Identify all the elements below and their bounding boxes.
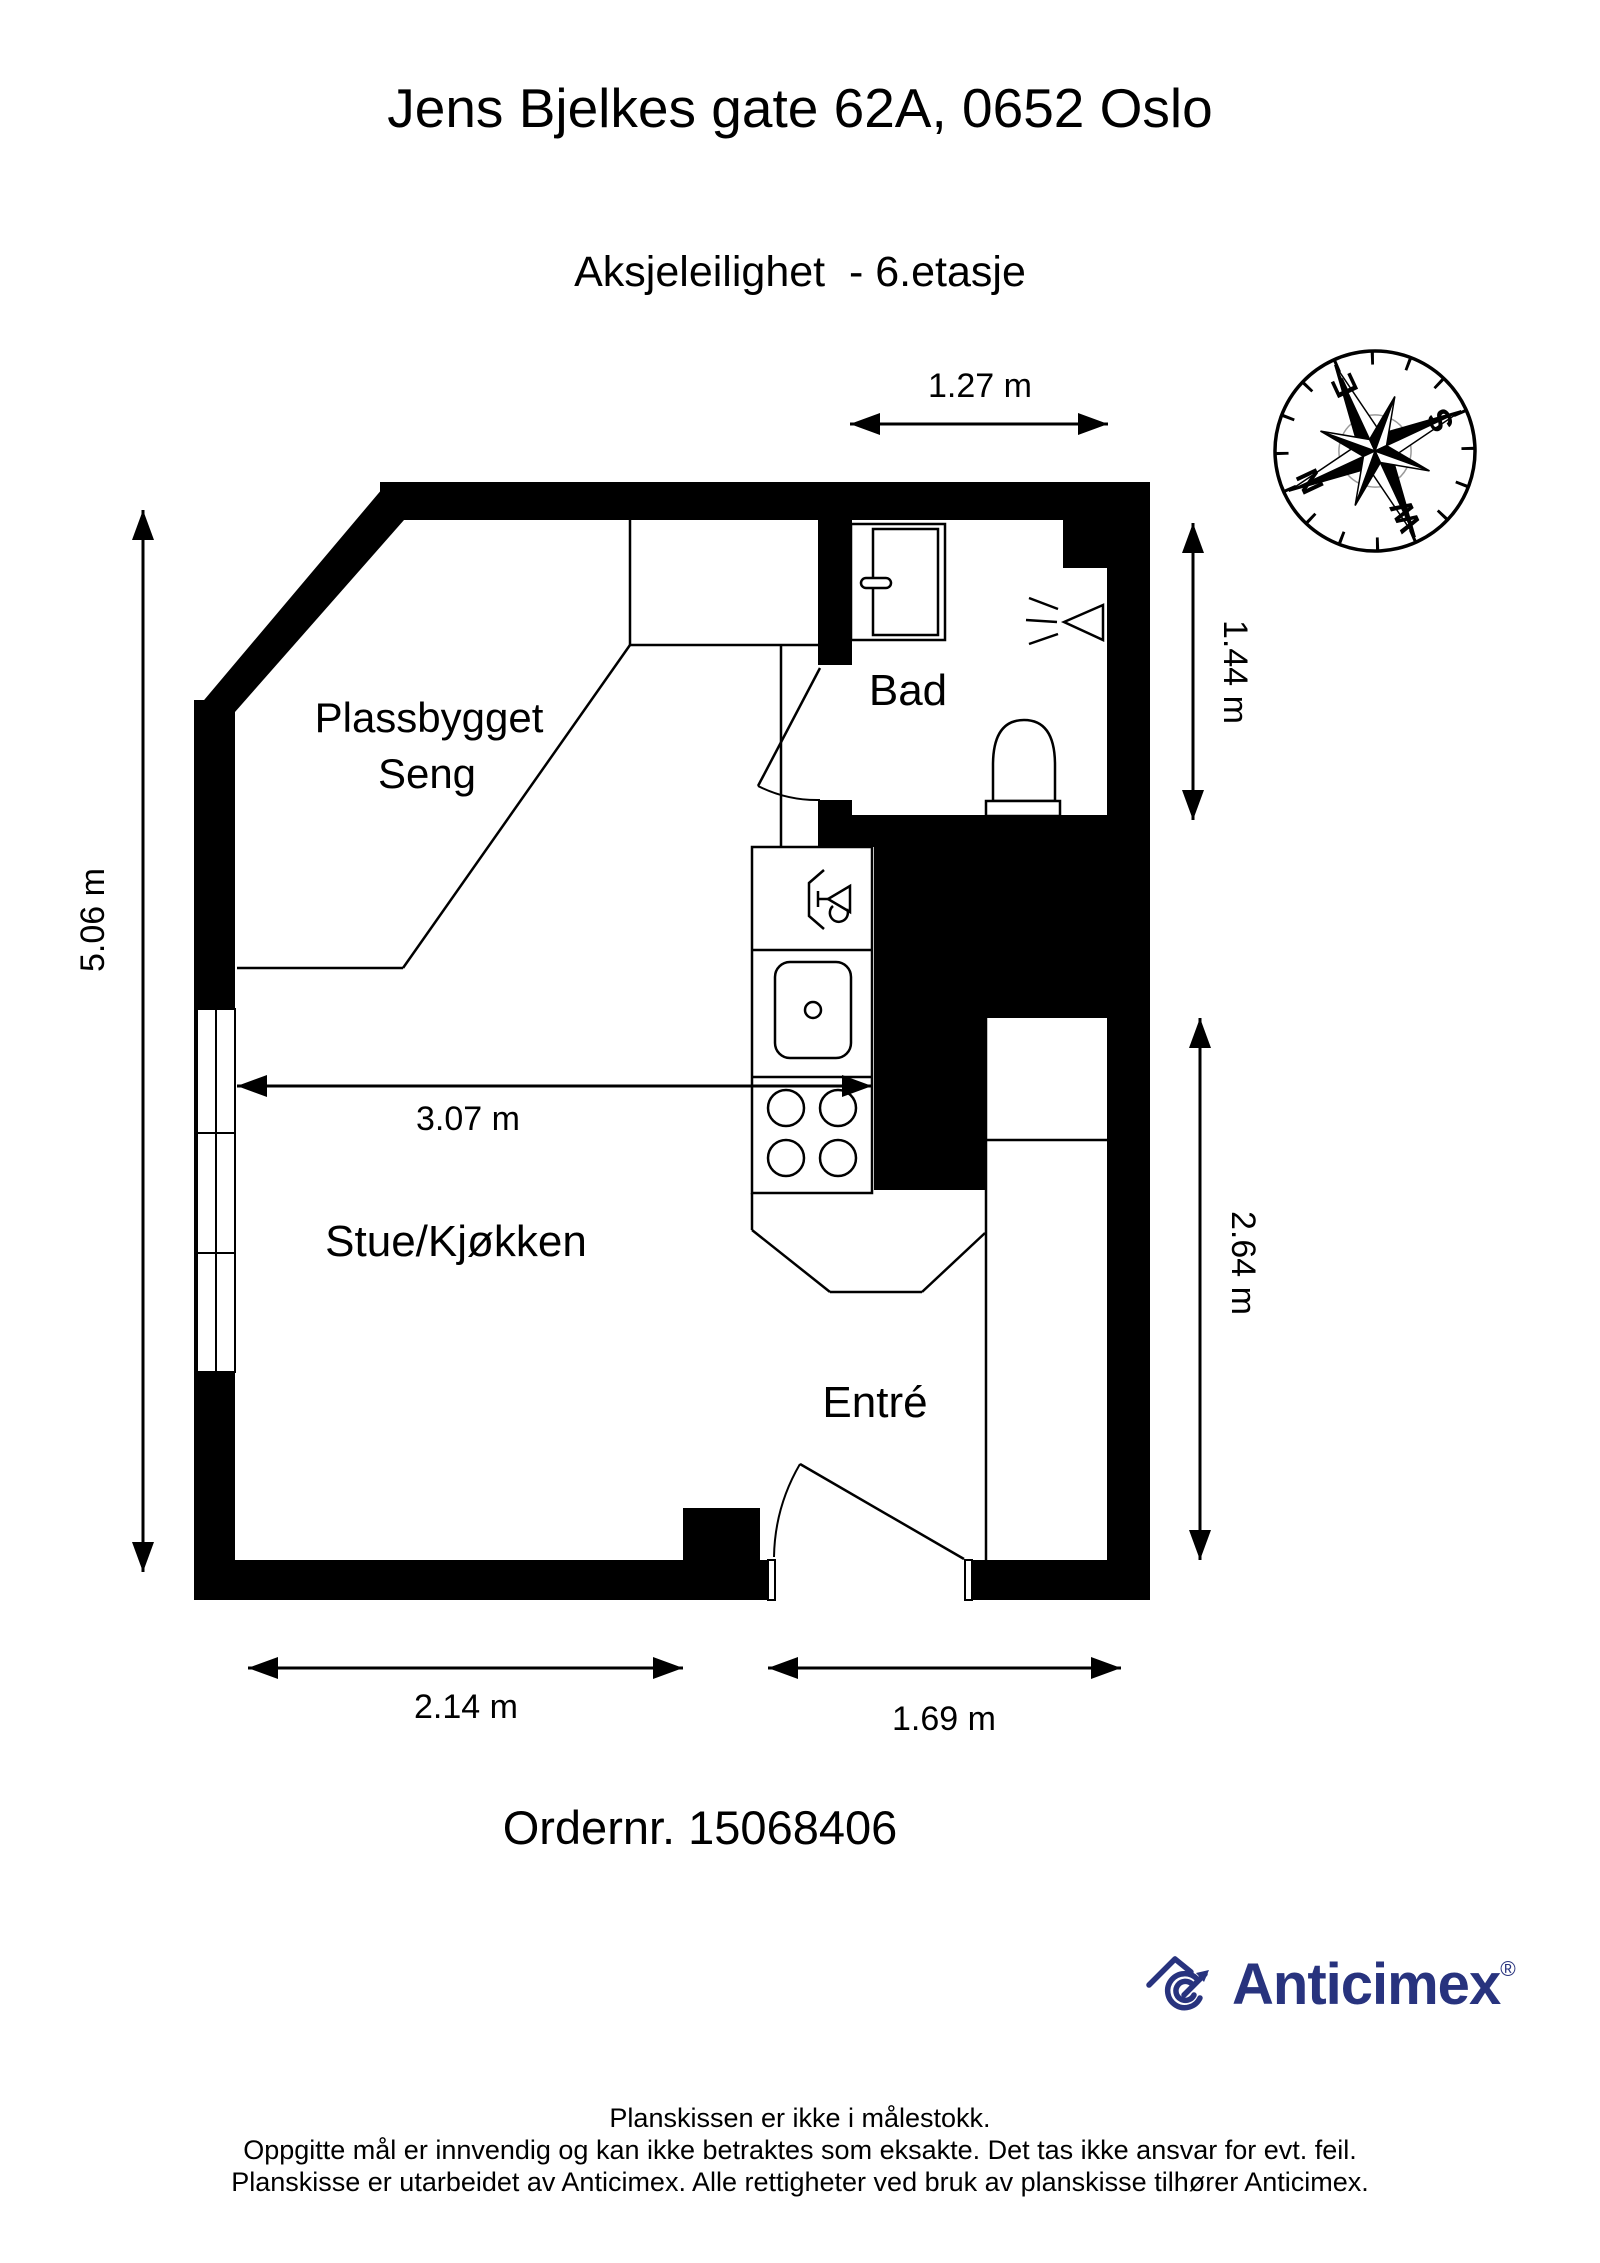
dim-label-bathroom-width: 1.27 m <box>928 367 1032 405</box>
anticimex-logo-text: Anticimex® <box>1232 1952 1516 2017</box>
entry-door <box>767 1462 973 1601</box>
windows <box>196 1008 236 1373</box>
page-title: Jens Bjelkes gate 62A, 0652 Oslo <box>387 77 1213 139</box>
dim-bottom-left-width: 2.14 m <box>248 1657 683 1726</box>
stove-icon <box>766 1088 858 1178</box>
wall-bottom-left <box>194 1560 768 1600</box>
dim-label-living-width: 3.07 m <box>416 1100 520 1138</box>
dim-left-height: 5.06 m <box>74 510 154 1572</box>
dim-bottom-right-width: 1.69 m <box>768 1657 1121 1738</box>
wall-entry-pillar <box>683 1508 760 1560</box>
bed-line-diagonal <box>401 644 632 969</box>
room-label-bed-line1: Plassbygget <box>315 694 544 741</box>
wall-top <box>380 482 1150 520</box>
shower-cabinet-icon <box>849 522 947 642</box>
toilet-icon <box>984 718 1062 818</box>
dim-bathroom-height: 1.44 m <box>1182 523 1254 820</box>
dimensions: 1.27 m 1.44 m 5.06 m 3.07 m <box>74 367 1262 1738</box>
compass-star <box>1288 364 1462 538</box>
dim-label-bottom-left-width: 2.14 m <box>414 1688 518 1726</box>
room-label-bathroom: Bad <box>869 666 947 715</box>
wall-corner-diagonal <box>194 482 404 712</box>
kitchen-counter <box>750 845 874 1195</box>
dim-label-bathroom-height: 1.44 m <box>1216 620 1254 724</box>
wall-bath-stub <box>818 520 852 665</box>
compass-rose: N E S W <box>1273 349 1477 553</box>
footer-line-2: Oppgitte mål er innvendig og kan ikke be… <box>243 2135 1357 2165</box>
dim-entrance-height: 2.64 m <box>1189 1018 1262 1560</box>
dim-label-bottom-right-width: 1.69 m <box>892 1700 996 1738</box>
bathroom-fixtures <box>849 522 1105 818</box>
footer-line-1: Planskissen er ikke i målestokk. <box>609 2103 991 2133</box>
wall-bath-bottom-band <box>818 815 1150 847</box>
wall-below-bath-door <box>818 800 852 815</box>
dim-bathroom-width: 1.27 m <box>850 367 1108 435</box>
interior-lines <box>237 520 1107 1560</box>
footer-line-3: Planskisse er utarbeidet av Anticimex. A… <box>231 2167 1369 2197</box>
doors <box>756 667 973 1601</box>
wall-right <box>1107 520 1150 1600</box>
room-label-living-kitchen: Stue/Kjøkken <box>325 1217 587 1266</box>
shower-spray-icon <box>1025 596 1105 646</box>
anticimex-logo-icon <box>1146 1955 1209 2010</box>
wall-bottom-right <box>972 1560 1150 1600</box>
dim-label-left-height: 5.06 m <box>74 868 112 972</box>
entry-nook-diagonal-right <box>921 1232 986 1293</box>
sink-icon <box>773 960 853 1060</box>
wall-shaft-lower <box>874 1018 985 1190</box>
bathroom-door <box>756 667 822 802</box>
anticimex-logo: Anticimex® <box>1146 1951 1516 2018</box>
dim-label-entrance-height: 2.64 m <box>1224 1211 1262 1315</box>
order-number: Ordernr. 15068406 <box>502 1801 898 1854</box>
room-label-bed-line2: Seng <box>378 750 476 797</box>
entry-nook-diagonal-left <box>751 1229 831 1293</box>
room-labels: Plassbygget Seng Bad Stue/Kjøkken Entré <box>315 666 948 1427</box>
room-label-entrance: Entré <box>822 1378 927 1427</box>
dim-living-width: 3.07 m <box>237 1075 872 1138</box>
registered-mark: ® <box>1500 1958 1516 1981</box>
wall-shaft-band <box>874 847 1150 1018</box>
page-subtitle: Aksjeleilighet - 6.etasje <box>574 248 1026 296</box>
walls <box>194 482 1150 1600</box>
dishwasher-icon <box>807 869 852 930</box>
